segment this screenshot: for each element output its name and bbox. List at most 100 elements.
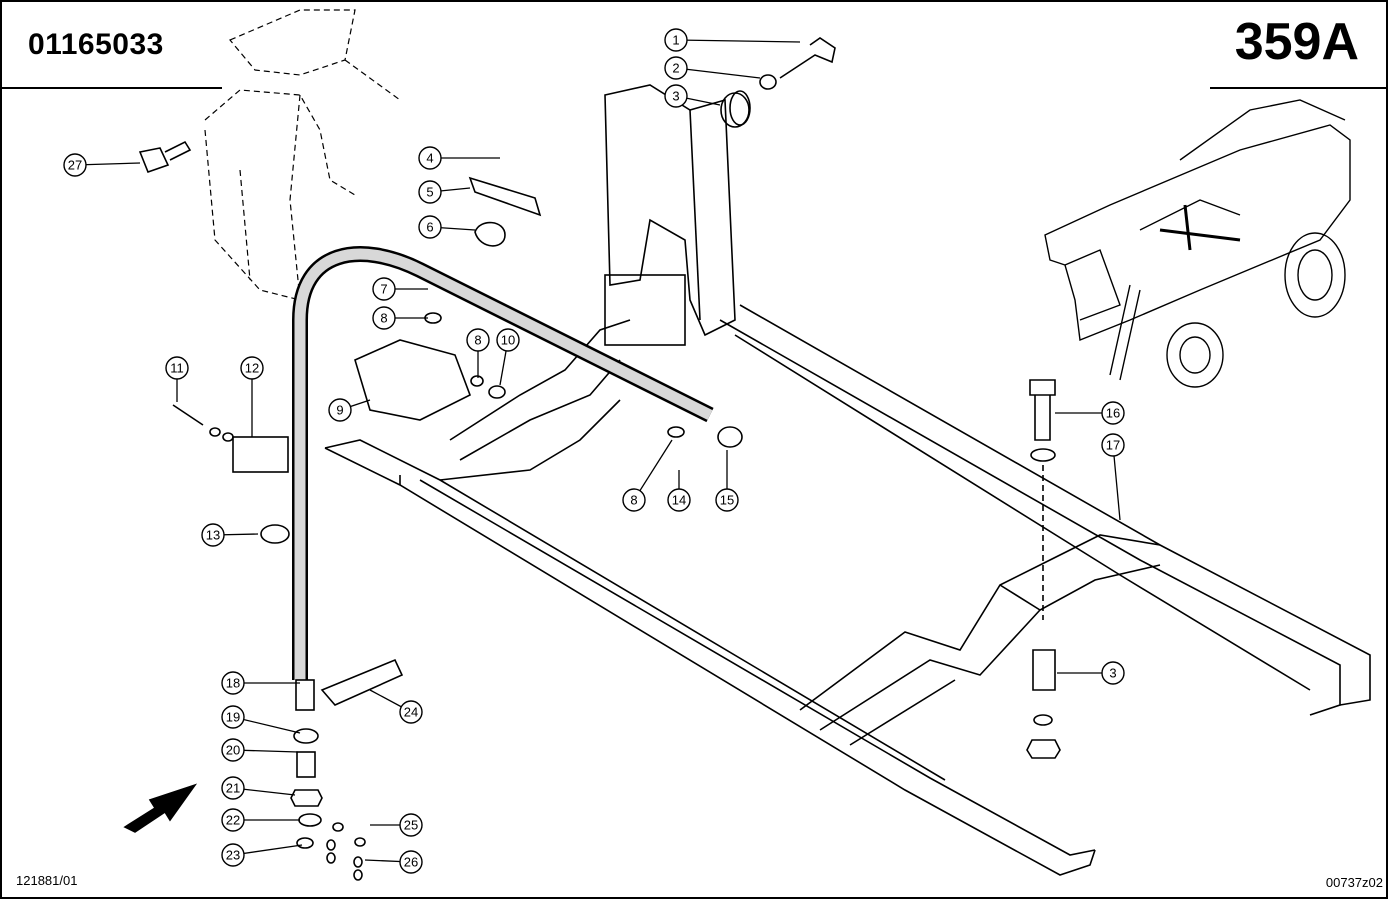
- callout-7: 7: [372, 277, 428, 301]
- callout-circle: [399, 700, 423, 724]
- callout-number: 21: [226, 781, 240, 796]
- callout-circle: [240, 356, 264, 380]
- callout-number: 8: [474, 333, 481, 348]
- callout-number: 24: [404, 705, 418, 720]
- callout-circle: [664, 28, 688, 52]
- callout-circle: [1101, 401, 1125, 425]
- vertical-bracket: [604, 84, 736, 346]
- callout-circle: [667, 488, 691, 512]
- image-reference: 00737z02: [1325, 875, 1383, 890]
- callout-number: 7: [380, 282, 387, 297]
- callout-number: 15: [720, 493, 734, 508]
- callout-leader-line: [675, 39, 801, 43]
- callout-circle: [399, 850, 423, 874]
- callout-number: 1: [672, 33, 679, 48]
- callout-11: 11: [165, 356, 189, 402]
- callout-circle: [328, 398, 352, 422]
- callout-circle: [372, 306, 396, 330]
- callout-circle: [165, 356, 189, 380]
- callout-number: 11: [170, 361, 184, 376]
- callout-number: 9: [336, 403, 343, 418]
- callout-15: 15: [715, 450, 739, 512]
- callout-26: 26: [364, 850, 423, 874]
- bolt-top: [720, 37, 836, 128]
- mounting-plate: [354, 339, 472, 421]
- callout-number: 8: [630, 493, 637, 508]
- callout-18: 18: [221, 671, 300, 695]
- callout-10: 10: [496, 328, 520, 386]
- callout-number: 27: [68, 158, 82, 173]
- callout-circle: [664, 56, 688, 80]
- callout-24: 24: [369, 689, 423, 724]
- drawing-reference: 121881/01: [16, 873, 78, 888]
- callout-circle: [664, 84, 688, 108]
- callout-19: 19: [221, 705, 301, 734]
- callout-leader-line: [675, 67, 761, 79]
- callout-17: 17: [1101, 433, 1125, 521]
- callout-circle: [715, 488, 739, 512]
- callout-number: 20: [226, 743, 240, 758]
- callout-circle: [221, 808, 245, 832]
- callout-number: 18: [226, 676, 240, 691]
- callout-circle: [372, 277, 396, 301]
- callout-1: 1: [664, 28, 801, 52]
- callout-circle: [221, 705, 245, 729]
- callout-number: 23: [226, 848, 240, 863]
- hydraulic-hose: [292, 246, 714, 680]
- callout-number: 19: [226, 710, 240, 725]
- combine-harvester-icon: [1044, 99, 1351, 388]
- callout-leader-line: [1112, 444, 1121, 521]
- callout-13: 13: [201, 523, 259, 547]
- callout-circle: [496, 328, 520, 352]
- small-parts: [172, 176, 743, 881]
- callout-number: 26: [404, 855, 418, 870]
- callout-2: 2: [664, 56, 761, 80]
- callout-6: 6: [418, 215, 476, 239]
- callout-8: 8: [372, 306, 428, 330]
- callout-16: 16: [1055, 401, 1125, 425]
- callout-25: 25: [370, 813, 423, 837]
- callout-number: 22: [226, 813, 240, 828]
- callout-circle: [418, 146, 442, 170]
- callout-circle: [1101, 661, 1125, 685]
- callout-number: 13: [206, 528, 220, 543]
- callout-circle: [1101, 433, 1125, 457]
- callout-circle: [418, 215, 442, 239]
- callout-number: 17: [1106, 438, 1120, 453]
- callout-5: 5: [418, 180, 471, 204]
- callout-22: 22: [221, 808, 300, 832]
- callout-number: 25: [404, 818, 418, 833]
- callout-12: 12: [240, 356, 264, 437]
- callout-3: 3: [664, 84, 721, 108]
- callout-leader-line: [633, 439, 673, 501]
- part-number: 01165033: [28, 28, 164, 61]
- callout-circle: [201, 523, 225, 547]
- location-arrow-icon: [123, 783, 198, 833]
- callout-circle: [399, 813, 423, 837]
- main-frame: [324, 304, 1371, 876]
- callout-circle: [221, 843, 245, 867]
- callout-number: 10: [501, 333, 515, 348]
- callout-number: 4: [426, 151, 433, 166]
- bolt-27: [138, 140, 192, 174]
- callout-number: 14: [672, 493, 686, 508]
- callout-circle: [466, 328, 490, 352]
- callout-27: 27: [63, 153, 141, 177]
- callout-3: 3: [1057, 661, 1125, 685]
- callout-circle: [63, 153, 87, 177]
- callout-number: 3: [1109, 666, 1116, 681]
- callout-circle: [221, 671, 245, 695]
- callout-14: 14: [667, 470, 691, 512]
- callout-number: 5: [426, 185, 433, 200]
- callout-number: 2: [672, 61, 679, 76]
- page-code: 359A: [1234, 13, 1359, 71]
- callout-number: 3: [672, 89, 679, 104]
- callout-20: 20: [221, 738, 299, 762]
- callout-23: 23: [221, 843, 303, 867]
- support-arm: [439, 319, 631, 481]
- callout-number: 12: [245, 361, 259, 376]
- callout-number: 16: [1106, 406, 1120, 421]
